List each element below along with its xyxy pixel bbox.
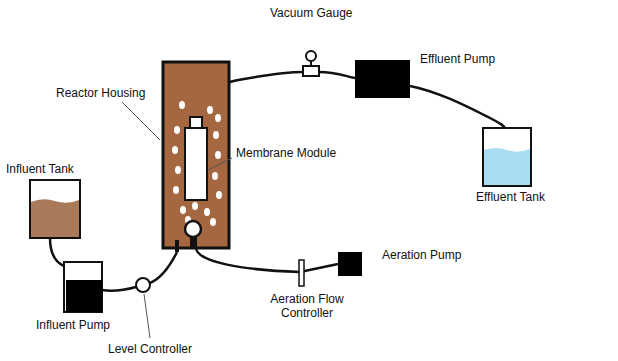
tank-label: Influent Tank — [6, 162, 74, 176]
housing-label: Reactor Housing — [56, 86, 145, 100]
pump-label: Effluent Pump — [420, 52, 495, 66]
controller-label: Level Controller — [108, 342, 192, 356]
pump-label: Influent Pump — [36, 318, 110, 332]
pump-label: Aeration Pump — [382, 248, 461, 262]
module-label: Membrane Module — [236, 146, 336, 160]
controller-label: Aeration Flow Controller — [262, 292, 352, 320]
tank-label: Effluent Tank — [476, 190, 545, 204]
gauge-label: Vacuum Gauge — [270, 6, 353, 20]
